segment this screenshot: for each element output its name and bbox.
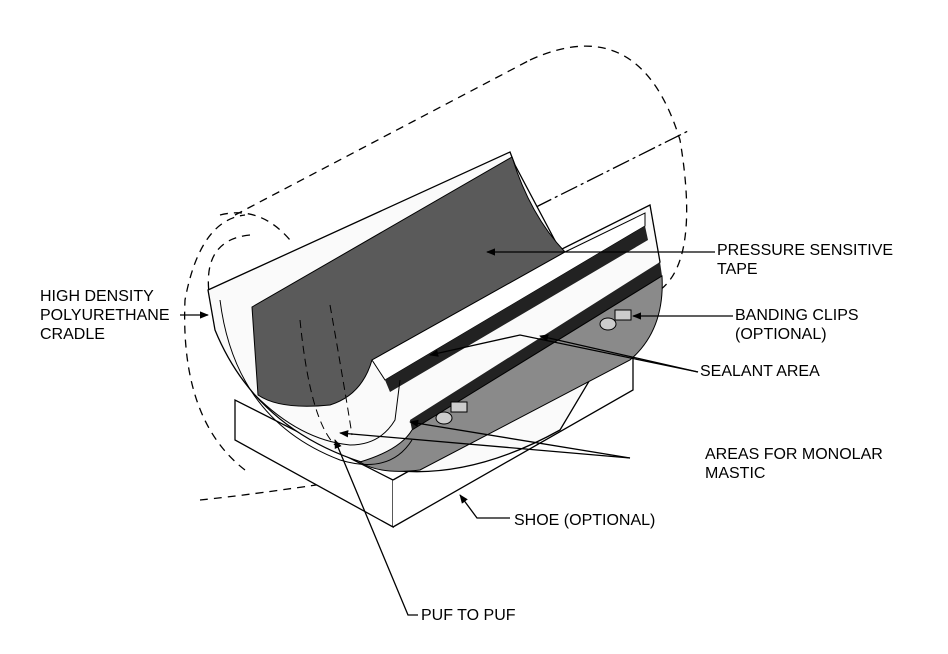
label-line: PRESSURE SENSITIVE (717, 242, 894, 259)
leader-shoe (459, 494, 510, 519)
label-line: AREAS FOR MONOLAR (705, 446, 883, 463)
label-line: HIGH DENSITY (40, 288, 154, 305)
label-cradle: HIGH DENSITY POLYURETHANE CRADLE (40, 287, 170, 344)
center-line (254, 129, 691, 361)
label-line: MASTIC (705, 465, 766, 482)
pipe-outline-dashed (183, 45, 688, 471)
label-tape: PRESSURE SENSITIVE TAPE (717, 241, 893, 279)
label-sealant: SEALANT AREA (700, 363, 820, 380)
label-line: TAPE (717, 261, 758, 278)
leader-puf (334, 439, 418, 616)
label-line: CRADLE (40, 326, 105, 343)
label-mastic: AREAS FOR MONOLAR MASTIC (705, 445, 883, 483)
banding-clip (599, 309, 632, 331)
label-line: POLYURETHANE (40, 307, 170, 324)
label-shoe: SHOE (OPTIONAL) (514, 512, 656, 529)
label-line: BANDING CLIPS (735, 307, 859, 324)
label-puf: PUF TO PUF (421, 607, 516, 624)
banding-clip (435, 401, 468, 425)
label-line: (OPTIONAL) (735, 326, 827, 343)
label-clips: BANDING CLIPS (OPTIONAL) (735, 306, 859, 344)
pressure-sensitive-tape (251, 156, 566, 407)
leader-mastic (409, 419, 631, 459)
outer-shell (358, 275, 663, 472)
